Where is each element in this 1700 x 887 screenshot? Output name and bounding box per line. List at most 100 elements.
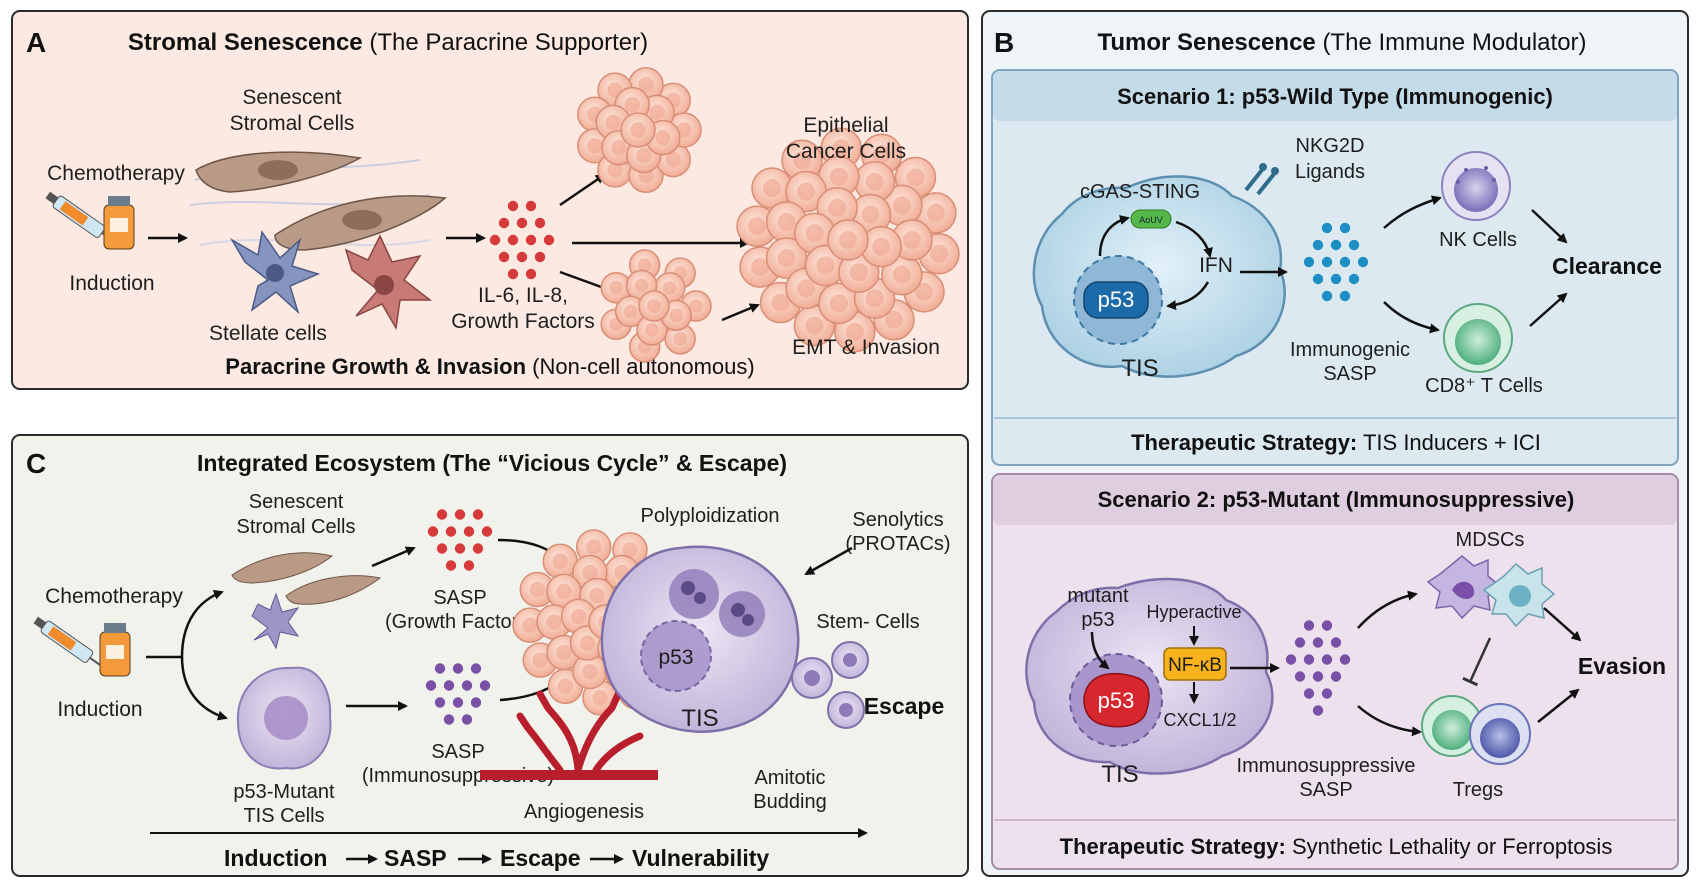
cell-nucleus <box>689 299 703 313</box>
nkg2d-label-2: Ligands <box>1295 161 1365 183</box>
stellate-cells-label: Stellate cells <box>209 322 327 345</box>
cell-nucleus <box>532 652 548 668</box>
stellate-cells <box>229 230 433 331</box>
cell-nucleus <box>624 96 640 113</box>
sasp-dot <box>1303 620 1315 631</box>
cgas-chip-text: AoUV <box>1139 215 1163 225</box>
cd8-t-cell <box>1443 303 1513 373</box>
mdsc-cells <box>1426 555 1556 628</box>
sasp-dot <box>1312 705 1324 716</box>
cell-nucleus <box>926 203 945 222</box>
arrow-cgas-to-ifn <box>1175 220 1213 258</box>
sasp-dot <box>1294 671 1306 682</box>
cell-nucleus <box>557 678 574 694</box>
sasp-dot <box>470 663 482 674</box>
sasp-dot <box>472 543 484 554</box>
sasp-dot <box>436 509 448 520</box>
cell-nucleus <box>637 258 652 272</box>
cell-nucleus <box>892 265 911 284</box>
cell-nucleus <box>845 322 864 341</box>
flow-step-4: Vulnerability <box>632 845 769 871</box>
angiogenesis-label: Angiogenesis <box>524 801 644 823</box>
sasp-dot <box>1321 256 1333 268</box>
angiogenesis-vessels <box>480 686 658 780</box>
sasp-dot <box>425 680 437 691</box>
sasp-dot <box>436 543 448 554</box>
scenario-1-title: Scenario 1: p53-Wild Type (Immunogenic) <box>1117 84 1553 109</box>
cell-nucleus <box>655 130 671 146</box>
sasp-dot <box>1312 671 1324 682</box>
panel-b: B Tumor Senescence (The Immune Modulator… <box>981 10 1689 877</box>
sasp-dot <box>463 560 475 571</box>
sasp-dot <box>1348 239 1360 251</box>
senescent-stromal-label-1: Senescent <box>242 86 341 109</box>
cell-nucleus <box>829 294 848 313</box>
immunosuppressive-sasp-dots <box>1285 620 1351 716</box>
panel-c-title: Integrated Ecosystem (The “Vicious Cycle… <box>197 450 787 476</box>
arrow-sasp-to-mdscs <box>1357 590 1418 629</box>
immunogenic-sasp-label-1: Immunogenic <box>1290 339 1410 361</box>
cell-nucleus <box>634 278 649 293</box>
sasp-dot <box>1348 273 1360 285</box>
sasp-dot <box>1285 654 1297 665</box>
panel-a-footer: Paracrine Growth & Invasion (Non-cell au… <box>225 354 754 379</box>
cell-nucleus <box>589 587 605 604</box>
sasp-dot <box>1321 654 1333 665</box>
cell-nucleus <box>771 293 790 312</box>
scenario-2-strategy: Therapeutic Strategy: Synthetic Lethalit… <box>1060 834 1613 859</box>
cell-nucleus <box>884 310 903 329</box>
stromal-cells-c <box>231 552 382 650</box>
sasp-dot <box>434 663 446 674</box>
sasp-dot <box>445 560 457 571</box>
sasp-dot <box>1303 688 1315 699</box>
polyploidization-label: Polyploidization <box>641 505 780 527</box>
arrow-stroma-to-sasp-c <box>371 546 416 568</box>
nkg2d-label-1: NKG2D <box>1296 135 1365 157</box>
scenario-2-header <box>993 475 1677 525</box>
sasp-dot <box>516 217 528 229</box>
panel-a-frame <box>11 10 969 390</box>
scenario-2: Scenario 2: p53-Mutant (Immunosuppressiv… <box>991 473 1679 870</box>
cell-nucleus <box>529 581 545 598</box>
p53-mutant-label-1: p53-Mutant <box>233 781 335 803</box>
cell-nucleus <box>793 151 812 170</box>
sasp-dot <box>1339 290 1351 302</box>
sasp-dot <box>472 509 484 520</box>
cell-nucleus <box>623 304 638 319</box>
cell-nucleus <box>892 196 911 215</box>
cell-nucleus <box>872 145 891 164</box>
cell-nucleus <box>829 167 848 186</box>
scenario-2-title: Scenario 2: p53-Mutant (Immunosuppressiv… <box>1098 487 1575 512</box>
sasp-dot <box>1330 273 1342 285</box>
panel-a: A Stromal Senescence (The Paracrine Supp… <box>11 10 969 390</box>
chemotherapy-label: Chemotherapy <box>47 162 185 185</box>
cell-nucleus <box>649 104 665 120</box>
cell-nucleus <box>903 231 921 249</box>
arrow-cd8-to-clearance <box>1529 292 1568 327</box>
cell-nucleus <box>865 289 884 308</box>
cgas-sting-chip <box>1130 209 1172 229</box>
scenario-1: Scenario 1: p53-Wild Type (Immunogenic) … <box>991 69 1679 466</box>
cell-nucleus <box>605 114 621 130</box>
sasp-dot <box>1312 273 1324 285</box>
cell-nucleus <box>645 323 659 337</box>
arrow-sasp-to-nk <box>1383 195 1442 229</box>
cell-nucleus <box>849 263 868 282</box>
stem-cells-label: Stem- Cells <box>816 611 919 633</box>
tis-label-c: TIS <box>681 705 718 732</box>
senolytics-label-1: Senolytics <box>852 509 943 531</box>
mutant-p53-label-1: mutant <box>1067 585 1129 607</box>
sasp-dot <box>452 663 464 674</box>
tis-label-s1: TIS <box>1121 355 1158 382</box>
arrow-induction-to-tis-c <box>180 656 228 721</box>
sasp-dot <box>1330 239 1342 251</box>
hyperactive-label: Hyperactive <box>1146 602 1241 622</box>
senescent-stromal-label-c1: Senescent <box>249 491 344 513</box>
sasp-is-label-1: SASP <box>431 741 484 763</box>
cancer-cell-cluster-large <box>736 127 960 353</box>
sasp-dot <box>427 526 439 537</box>
cell-nucleus <box>586 539 602 555</box>
cell-nucleus <box>777 249 796 268</box>
ifn-label: IFN <box>1199 254 1233 277</box>
flow-step-1: Induction <box>224 845 327 871</box>
